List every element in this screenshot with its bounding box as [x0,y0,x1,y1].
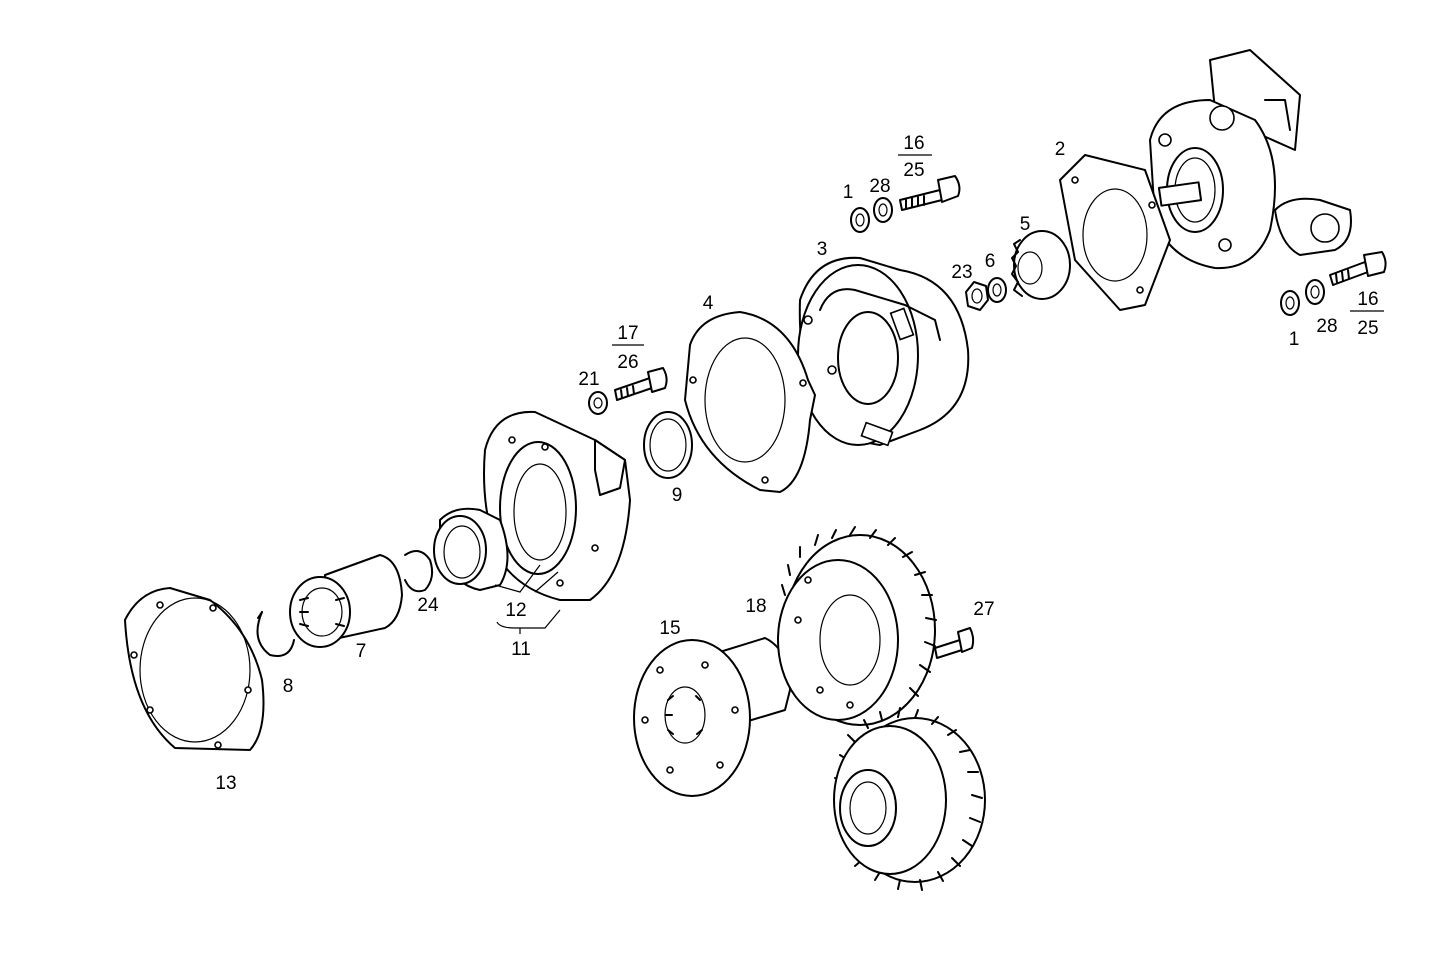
label-12: 12 [505,600,526,621]
label-6: 6 [985,251,996,272]
label-23: 23 [951,262,972,283]
bolt-27 [934,627,975,659]
gear-5 [1011,230,1071,300]
label-1-top: 1 [843,182,854,203]
bolt-16-25-right [1329,251,1387,286]
snap-ring-8 [256,611,295,657]
gasket-4 [684,311,816,493]
part-labels: 1 28 16 25 2 3 5 6 23 1 28 16 25 4 17 26… [215,133,1378,794]
label-17: 17 [617,323,638,344]
label-1-right: 1 [1289,329,1300,350]
label-11: 11 [511,639,531,660]
label-18: 18 [745,596,766,617]
label-4: 4 [703,293,714,314]
label-8: 8 [283,676,294,697]
washer-28-right [1305,279,1325,305]
label-21: 21 [578,369,599,390]
washer-28-top [873,197,893,223]
nut-23 [965,281,989,311]
gear-18 [777,526,937,726]
washer-21 [588,391,608,415]
label-2: 2 [1055,139,1066,160]
label-28-right: 28 [1316,316,1337,337]
gasket-2 [1059,154,1171,311]
label-27: 27 [973,599,994,620]
leader-12-a [494,564,541,593]
gear-lower [833,707,986,891]
label-24: 24 [417,595,439,616]
cover-13 [124,587,265,751]
bolt-16-25-top [899,175,961,211]
label-3: 3 [817,239,828,260]
washer-1-top [850,207,870,233]
pump-housing [1149,49,1352,270]
label-7: 7 [356,641,367,662]
label-9: 9 [672,485,683,506]
label-25-top: 25 [903,160,924,181]
ring-24 [404,550,434,593]
label-25-right: 25 [1357,318,1378,339]
label-26: 26 [617,352,638,373]
label-16-right: 16 [1357,289,1378,310]
bolt-17-26 [614,367,668,401]
bracket-11 [496,609,561,629]
leader-12-b [534,571,559,593]
washer-6 [987,277,1007,303]
housing-11 [483,410,631,601]
circlip-9 [643,411,693,479]
label-15: 15 [659,618,680,639]
housing-3 [797,256,970,447]
bushing-12 [433,507,509,591]
leader-lines [494,154,1384,634]
label-16-top: 16 [903,133,924,154]
label-13: 13 [215,773,236,794]
label-5: 5 [1020,214,1031,235]
flange-15 [633,637,791,797]
washer-1-right [1280,290,1300,316]
label-28-top: 28 [869,176,890,197]
shaft-7 [289,554,403,648]
